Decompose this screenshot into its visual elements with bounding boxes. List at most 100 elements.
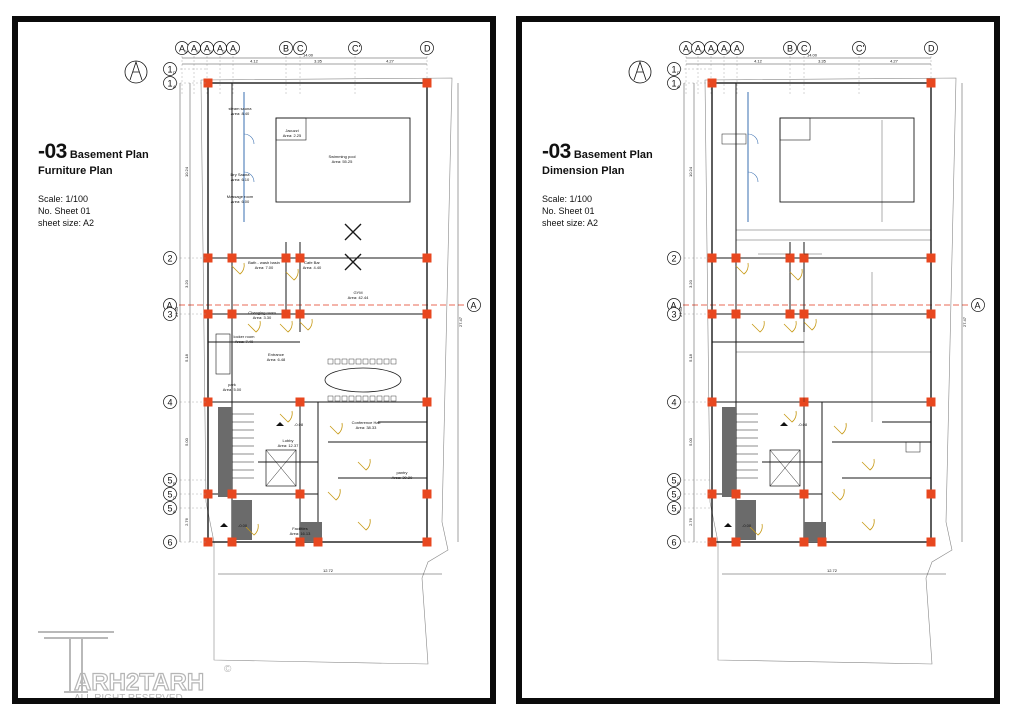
grid-label: A — [230, 44, 236, 54]
structural-column — [203, 397, 213, 407]
dim-text: 14.00 — [303, 53, 314, 58]
grid-label: 6 — [672, 538, 677, 548]
structural-column — [799, 537, 809, 547]
structural-column — [926, 489, 936, 499]
section-marker-label: A — [671, 301, 677, 311]
watermark-brand: ARH2TARH — [74, 669, 204, 696]
level-mark-text: -0.00 — [742, 523, 752, 528]
structural-column — [926, 253, 936, 263]
hatched-wall — [722, 407, 736, 497]
sheet-title: Basement Plan — [573, 149, 653, 161]
structural-column — [926, 309, 936, 319]
room-area: Area: 12.37 — [278, 443, 299, 448]
structural-column — [731, 537, 741, 547]
grid-label: A — [217, 44, 223, 54]
door-swing — [299, 318, 313, 331]
section-marker-label: A — [167, 301, 173, 311]
grid-label: 1 — [672, 79, 677, 89]
grid-bubble-col: C' — [348, 41, 362, 55]
section-marker-label: A — [975, 301, 981, 311]
chair — [355, 395, 362, 402]
room-name: Bath - wash basin — [248, 260, 280, 265]
structural-column — [203, 309, 213, 319]
grid-bubble-circle — [279, 41, 293, 55]
hatched-wall — [804, 522, 826, 542]
site-outline — [200, 77, 453, 665]
door-swing — [789, 268, 803, 281]
chair — [341, 358, 348, 365]
chair — [334, 358, 341, 365]
room-area: Area: 6.48 — [267, 357, 286, 362]
structural-column — [926, 78, 936, 88]
door-swing — [735, 262, 749, 275]
grid-bubble-circle — [783, 41, 797, 55]
section-marker-label: A — [471, 301, 477, 311]
grid-label-sub: B — [677, 481, 680, 486]
room-name: locker room — [234, 334, 256, 339]
structural-column — [422, 309, 432, 319]
grid-bubble-row: 6 — [667, 535, 712, 549]
structural-column — [281, 253, 291, 263]
grid-bubble-row: 4 — [163, 395, 208, 409]
grid-label: 1 — [168, 65, 173, 75]
chair — [327, 358, 334, 365]
section-marker-right: A — [467, 298, 481, 312]
grid-label: 5 — [168, 490, 173, 500]
grid-label: 4 — [168, 398, 173, 408]
grid-label-sub: 1 — [740, 49, 743, 54]
sheet-number: -03 — [542, 140, 571, 163]
structural-column — [422, 489, 432, 499]
grid-bubble-circle — [730, 41, 744, 55]
room-name: Facilities — [292, 526, 308, 531]
structural-column — [707, 397, 717, 407]
door-swing — [245, 523, 259, 536]
room-area: Area: 7.00 — [255, 265, 274, 270]
dim-text: 10.24 — [184, 166, 189, 177]
structural-column — [731, 309, 741, 319]
structural-column — [926, 537, 936, 547]
chair — [362, 358, 369, 365]
room-area: Area: 2.25 — [283, 133, 302, 138]
structural-column — [227, 253, 237, 263]
grid-label: A — [191, 44, 197, 54]
room-area: Area: 6.00 — [231, 199, 250, 204]
grid-bubble-col: D — [420, 41, 434, 55]
conference-table — [324, 367, 402, 393]
dim-text: 14.00 — [807, 53, 818, 58]
grid-label-sub: A — [677, 84, 680, 89]
dim-text: 12.72 — [323, 568, 334, 573]
dim-text: 27.33 — [678, 306, 683, 317]
sheet-size-text: sheet size: A2 — [542, 218, 599, 228]
chair — [348, 395, 355, 402]
room-area: Area: 7.40 — [235, 339, 254, 344]
structural-column — [295, 309, 305, 319]
chair — [362, 395, 369, 402]
elevator-shaft — [769, 449, 801, 487]
elevator-cross — [769, 449, 801, 487]
grid-bubble-circle — [293, 41, 307, 55]
structural-column — [227, 537, 237, 547]
room-area: Area: 4.40 — [303, 265, 322, 270]
grid-label: A — [721, 44, 727, 54]
grid-label: C — [801, 44, 808, 54]
grid-bubble-circle — [348, 41, 362, 55]
grid-label-sub: 5 — [689, 49, 692, 54]
grid-label: 1 — [672, 65, 677, 75]
level-mark-icon — [724, 523, 732, 527]
